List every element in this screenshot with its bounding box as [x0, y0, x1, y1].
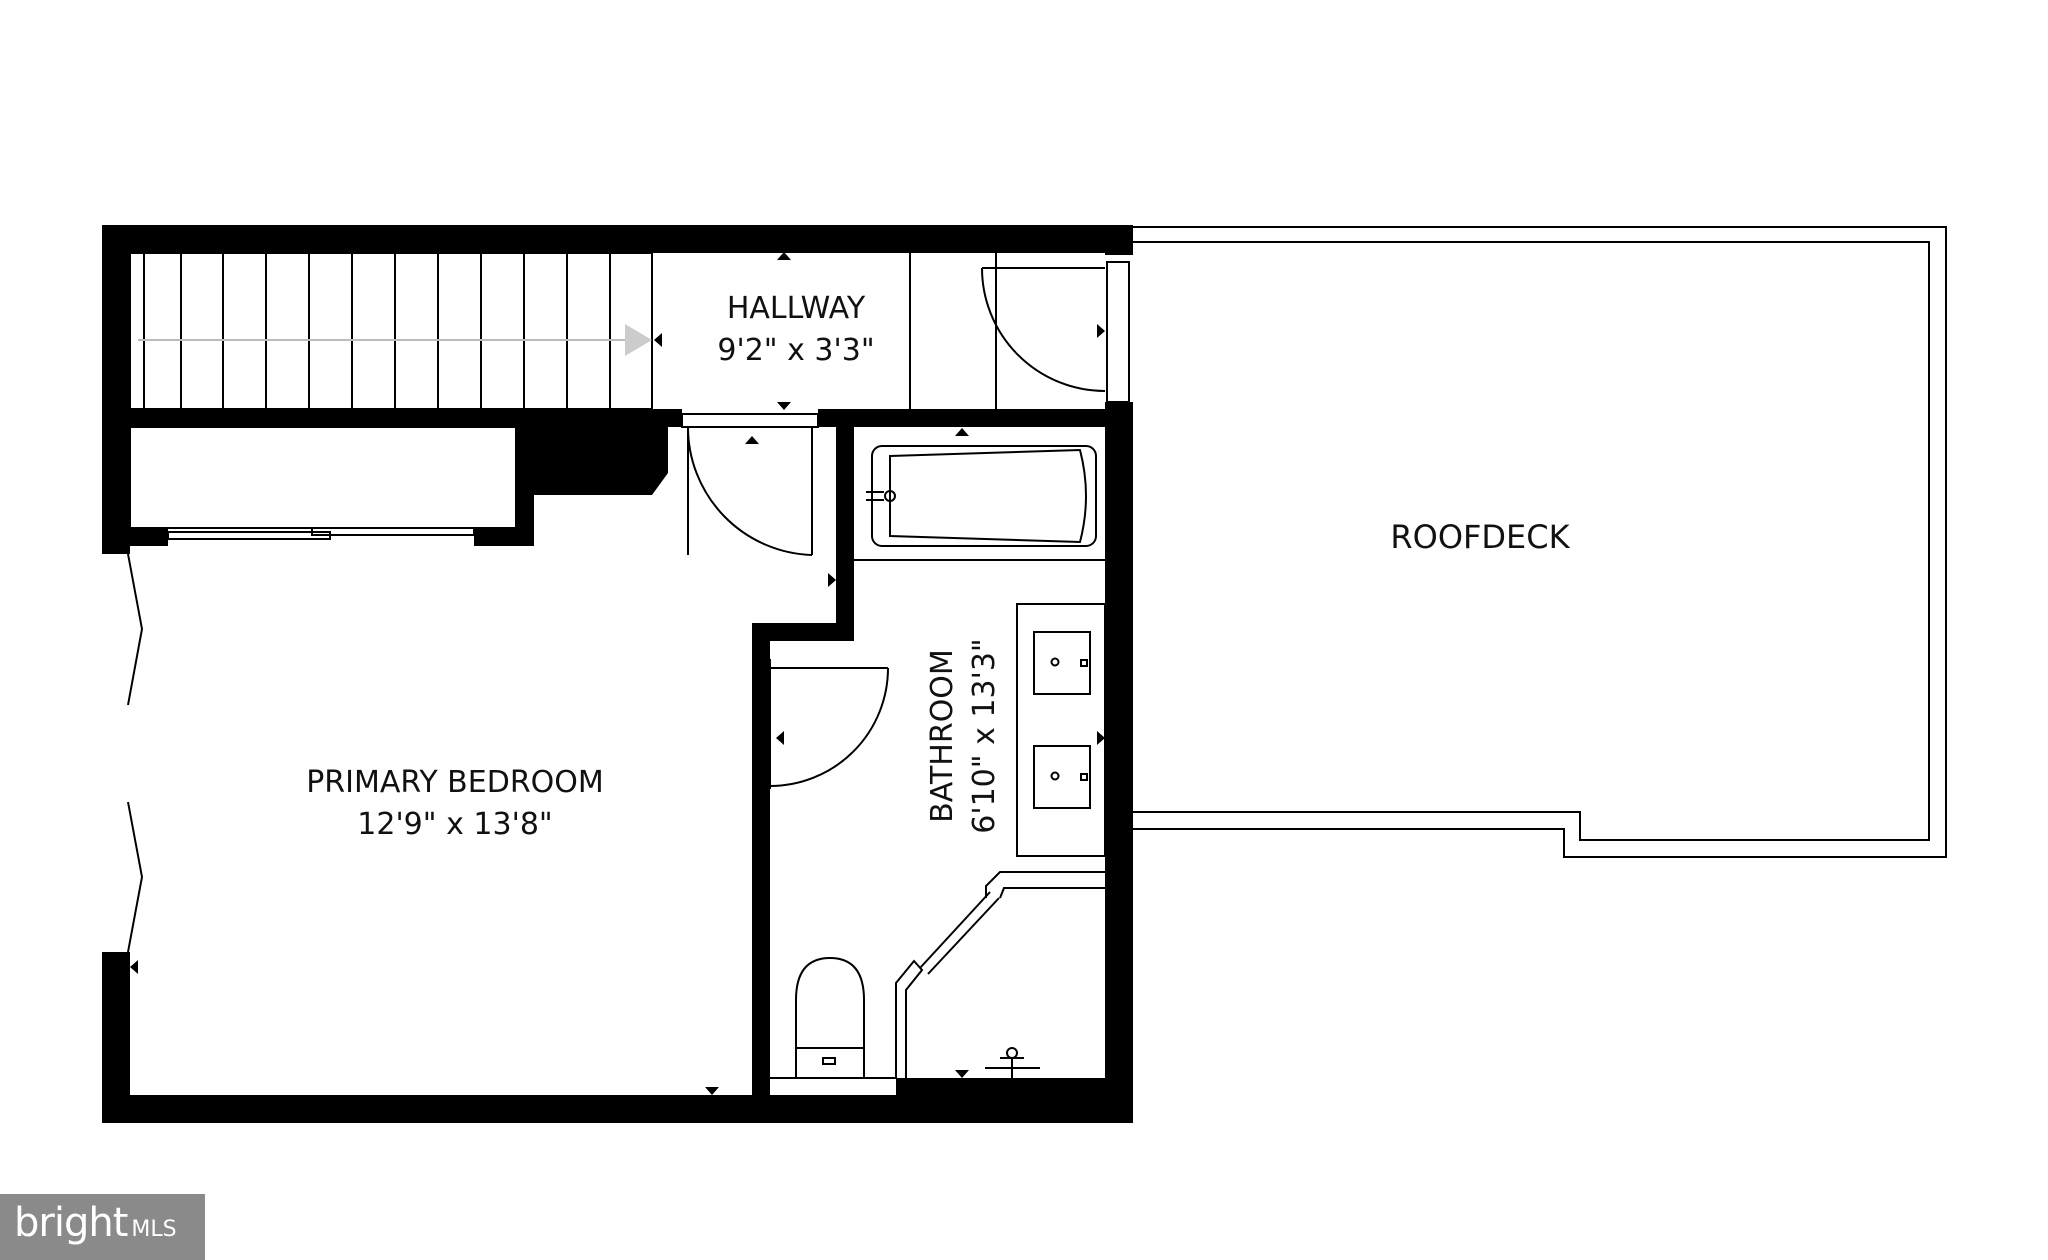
bathroom-entry-door — [755, 659, 889, 789]
primary-bedroom-name: PRIMARY BEDROOM — [306, 765, 604, 800]
bedroom-french-doors — [127, 553, 144, 953]
shower — [895, 871, 1105, 1078]
stairs — [129, 252, 653, 410]
stairs-direction-arrow — [138, 324, 652, 356]
sink-upper — [1033, 631, 1091, 695]
watermark-brand: bright — [14, 1200, 128, 1246]
dimension-markers — [130, 252, 1105, 1095]
roofdeck-outline — [1132, 226, 1947, 858]
watermark-suffix: MLS — [131, 1217, 177, 1242]
primary-bedroom-size: 12'9" x 13'8" — [357, 807, 552, 842]
interior-walls — [102, 409, 1132, 1123]
hallway-closet — [909, 253, 1130, 409]
hallway-name: HALLWAY — [727, 291, 866, 326]
bathroom-size: 6'10" x 13'3" — [967, 638, 1002, 833]
roofdeck-name: ROOFDECK — [1390, 518, 1570, 556]
exterior-walls — [102, 225, 1133, 1123]
sink-lower — [1033, 745, 1091, 809]
hallway-size: 9'2" x 3'3" — [717, 333, 874, 368]
toilet — [770, 956, 896, 1079]
bathroom-name: BATHROOM — [925, 649, 960, 823]
bathtub — [854, 445, 1105, 561]
bedroom-closet — [129, 426, 517, 540]
bedroom-entry-door — [681, 413, 819, 556]
vanity — [1016, 603, 1106, 857]
